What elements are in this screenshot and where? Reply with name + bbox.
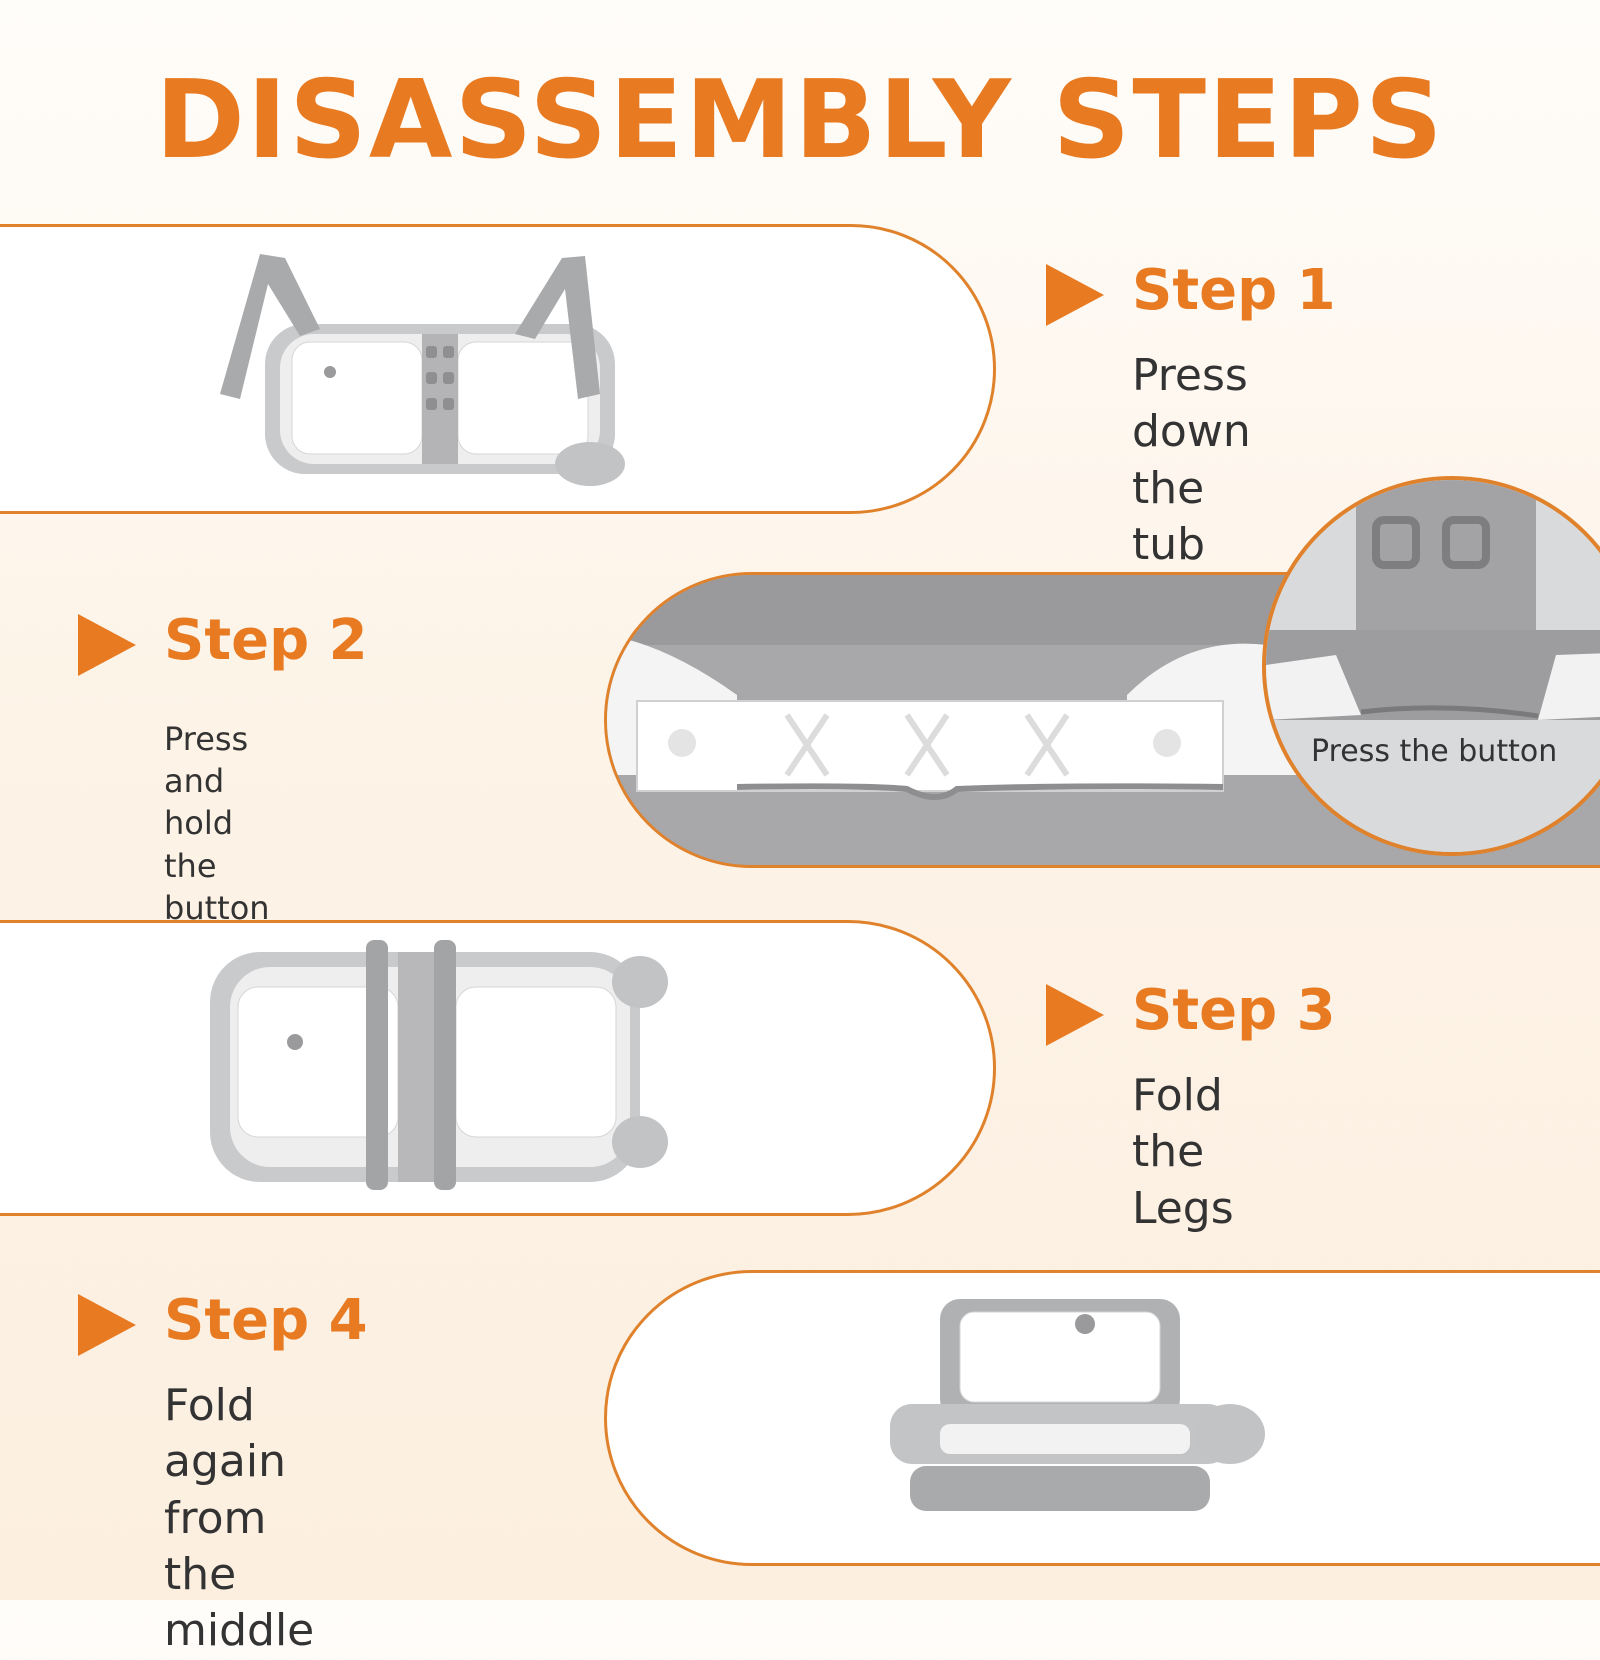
step-1-label: Step 1: [1132, 258, 1336, 323]
play-arrow-icon: [78, 1294, 136, 1356]
step-3-description: Fold the Legs: [1132, 1070, 1234, 1234]
button-callout: Press the button: [1262, 476, 1600, 856]
callout-closeup-image: [1266, 480, 1600, 852]
play-arrow-icon: [1046, 264, 1104, 326]
play-arrow-icon: [78, 614, 136, 676]
step-3-tub-image: [210, 940, 668, 1190]
step-4-description: Fold again from the middle: [164, 1380, 315, 1657]
step-4-label: Step 4: [164, 1288, 368, 1353]
step-4-tub-image: [890, 1299, 1265, 1511]
callout-label: Press the button: [1311, 734, 1558, 769]
step-1-tub-image: [220, 254, 625, 486]
step-2-label: Step 2: [164, 608, 368, 673]
step-3-label: Step 3: [1132, 978, 1336, 1043]
play-arrow-icon: [1046, 984, 1104, 1046]
page-title: DISASSEMBLY STEPS: [155, 58, 1445, 183]
